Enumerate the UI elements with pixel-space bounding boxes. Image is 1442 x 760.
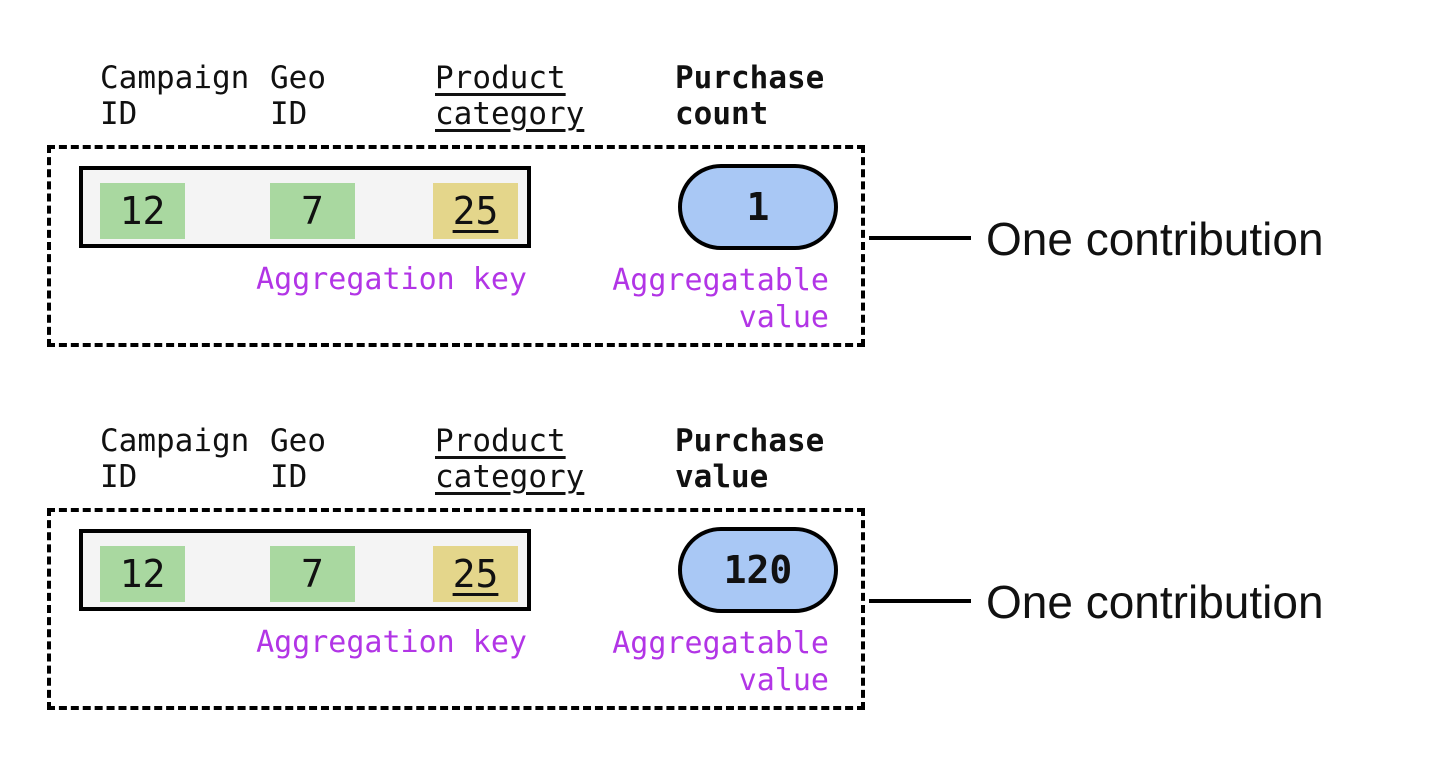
column-header-product-category: Product category xyxy=(435,423,585,495)
aggregatable-value-label: Aggregatable value xyxy=(612,626,829,698)
contribution-boundary xyxy=(47,145,865,347)
campaign-id-cell: 12 xyxy=(100,546,185,602)
campaign-id-value: 12 xyxy=(119,552,166,596)
geo-id-value: 7 xyxy=(301,552,324,596)
product-category-value: 25 xyxy=(452,189,499,233)
column-header-campaign-id: Campaign ID xyxy=(100,423,250,495)
aggregatable-value-label: Aggregatable value xyxy=(612,263,829,335)
contribution-count-section: Campaign ID Geo ID Product category Purc… xyxy=(0,0,1442,363)
one-contribution-callout: One contribution xyxy=(986,576,1324,628)
callout-connector-line xyxy=(869,599,971,603)
aggregation-key-label: Aggregation key xyxy=(256,625,527,660)
campaign-id-value: 12 xyxy=(119,189,166,233)
aggregatable-value-pill: 120 xyxy=(678,527,838,613)
column-header-campaign-id: Campaign ID xyxy=(100,60,250,132)
product-category-value: 25 xyxy=(452,552,499,596)
campaign-id-cell: 12 xyxy=(100,183,185,239)
contribution-boundary xyxy=(47,508,865,710)
contribution-value-section: Campaign ID Geo ID Product category Purc… xyxy=(0,363,1442,726)
aggregatable-value-number: 1 xyxy=(746,185,770,229)
column-header-geo-id: Geo ID xyxy=(270,60,326,132)
aggregatable-value-number: 120 xyxy=(723,548,793,592)
column-header-product-category: Product category xyxy=(435,60,585,132)
column-header-purchase-value: Purchase value xyxy=(675,423,825,495)
column-header-purchase-count: Purchase count xyxy=(675,60,825,132)
aggregatable-value-pill: 1 xyxy=(678,164,838,250)
product-category-cell: 25 xyxy=(433,183,518,239)
callout-connector-line xyxy=(869,236,971,240)
column-header-geo-id: Geo ID xyxy=(270,423,326,495)
one-contribution-callout: One contribution xyxy=(986,213,1324,265)
geo-id-cell: 7 xyxy=(270,183,355,239)
record-row: 12 7 25 xyxy=(79,529,531,611)
product-category-cell: 25 xyxy=(433,546,518,602)
geo-id-value: 7 xyxy=(301,189,324,233)
record-row: 12 7 25 xyxy=(79,166,531,248)
aggregation-key-label: Aggregation key xyxy=(256,262,527,297)
geo-id-cell: 7 xyxy=(270,546,355,602)
